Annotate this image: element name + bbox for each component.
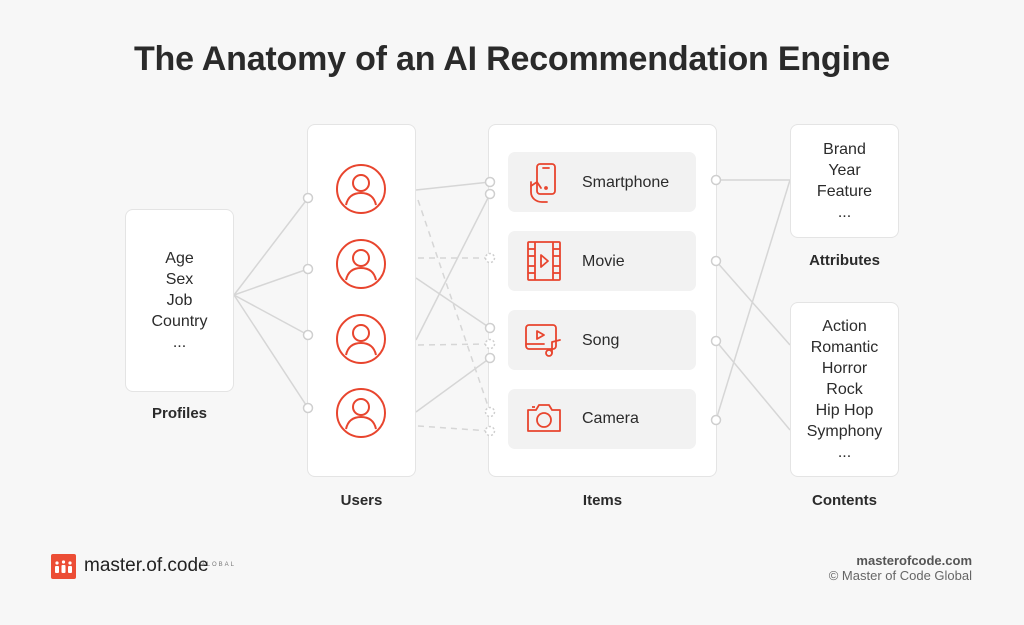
item-label: Movie xyxy=(582,253,625,270)
brand-suffix: GLOBAL xyxy=(200,562,237,568)
profile-attribute: Country xyxy=(151,313,208,330)
user-icon xyxy=(335,163,387,220)
content-entry: Hip Hop xyxy=(815,402,874,419)
item-label: Camera xyxy=(582,410,639,427)
items-caption: Items xyxy=(582,492,623,509)
item-label: Song xyxy=(582,332,620,349)
attributes-list: Brand Year Feature ... xyxy=(790,124,899,238)
profile-attribute: Age xyxy=(165,250,194,267)
profiles-card xyxy=(125,209,234,392)
profile-attribute: ... xyxy=(172,334,187,351)
page-title: The Anatomy of an AI Recommendation Engi… xyxy=(133,40,891,78)
profile-attribute: Sex xyxy=(165,271,194,288)
attribute-entry: Year xyxy=(828,162,861,179)
brand-logo-icon xyxy=(51,554,76,579)
site-url: masterofcode.com xyxy=(856,553,972,568)
attribute-entry: Feature xyxy=(816,183,873,200)
profiles-caption: Profiles xyxy=(151,405,208,422)
content-entry: Symphony xyxy=(806,423,883,440)
item-camera xyxy=(508,389,696,449)
user-icon xyxy=(335,387,387,444)
attribute-entry: ... xyxy=(837,204,852,221)
film-icon xyxy=(526,240,562,287)
users-card xyxy=(307,124,416,477)
profiles-list: Age Sex Job Country ... xyxy=(125,209,234,392)
item-label: Smartphone xyxy=(582,174,670,191)
brand-name: master.of.code xyxy=(84,555,209,576)
item-movie xyxy=(508,231,696,291)
music-video-icon xyxy=(524,322,564,363)
content-entry: Horror xyxy=(821,360,868,377)
camera-icon xyxy=(526,402,562,439)
content-entry: Romantic xyxy=(810,339,879,356)
content-entry: Action xyxy=(822,318,867,335)
users-caption: Users xyxy=(340,492,383,509)
contents-caption: Contents xyxy=(812,492,877,509)
profile-attribute: Job xyxy=(166,292,193,309)
attributes-caption: Attributes xyxy=(809,252,880,269)
user-icon xyxy=(335,238,387,295)
user-icon xyxy=(335,313,387,370)
attribute-entry: Brand xyxy=(823,141,866,158)
smartphone-icon xyxy=(527,162,563,209)
attributes-card xyxy=(790,124,899,238)
content-entry: ... xyxy=(837,444,852,461)
item-song xyxy=(508,310,696,370)
content-entry: Rock xyxy=(826,381,863,398)
contents-list: Action Romantic Horror Rock Hip Hop Symp… xyxy=(790,302,899,477)
contents-card xyxy=(790,302,899,477)
copyright-text: © Master of Code Global xyxy=(828,568,972,583)
